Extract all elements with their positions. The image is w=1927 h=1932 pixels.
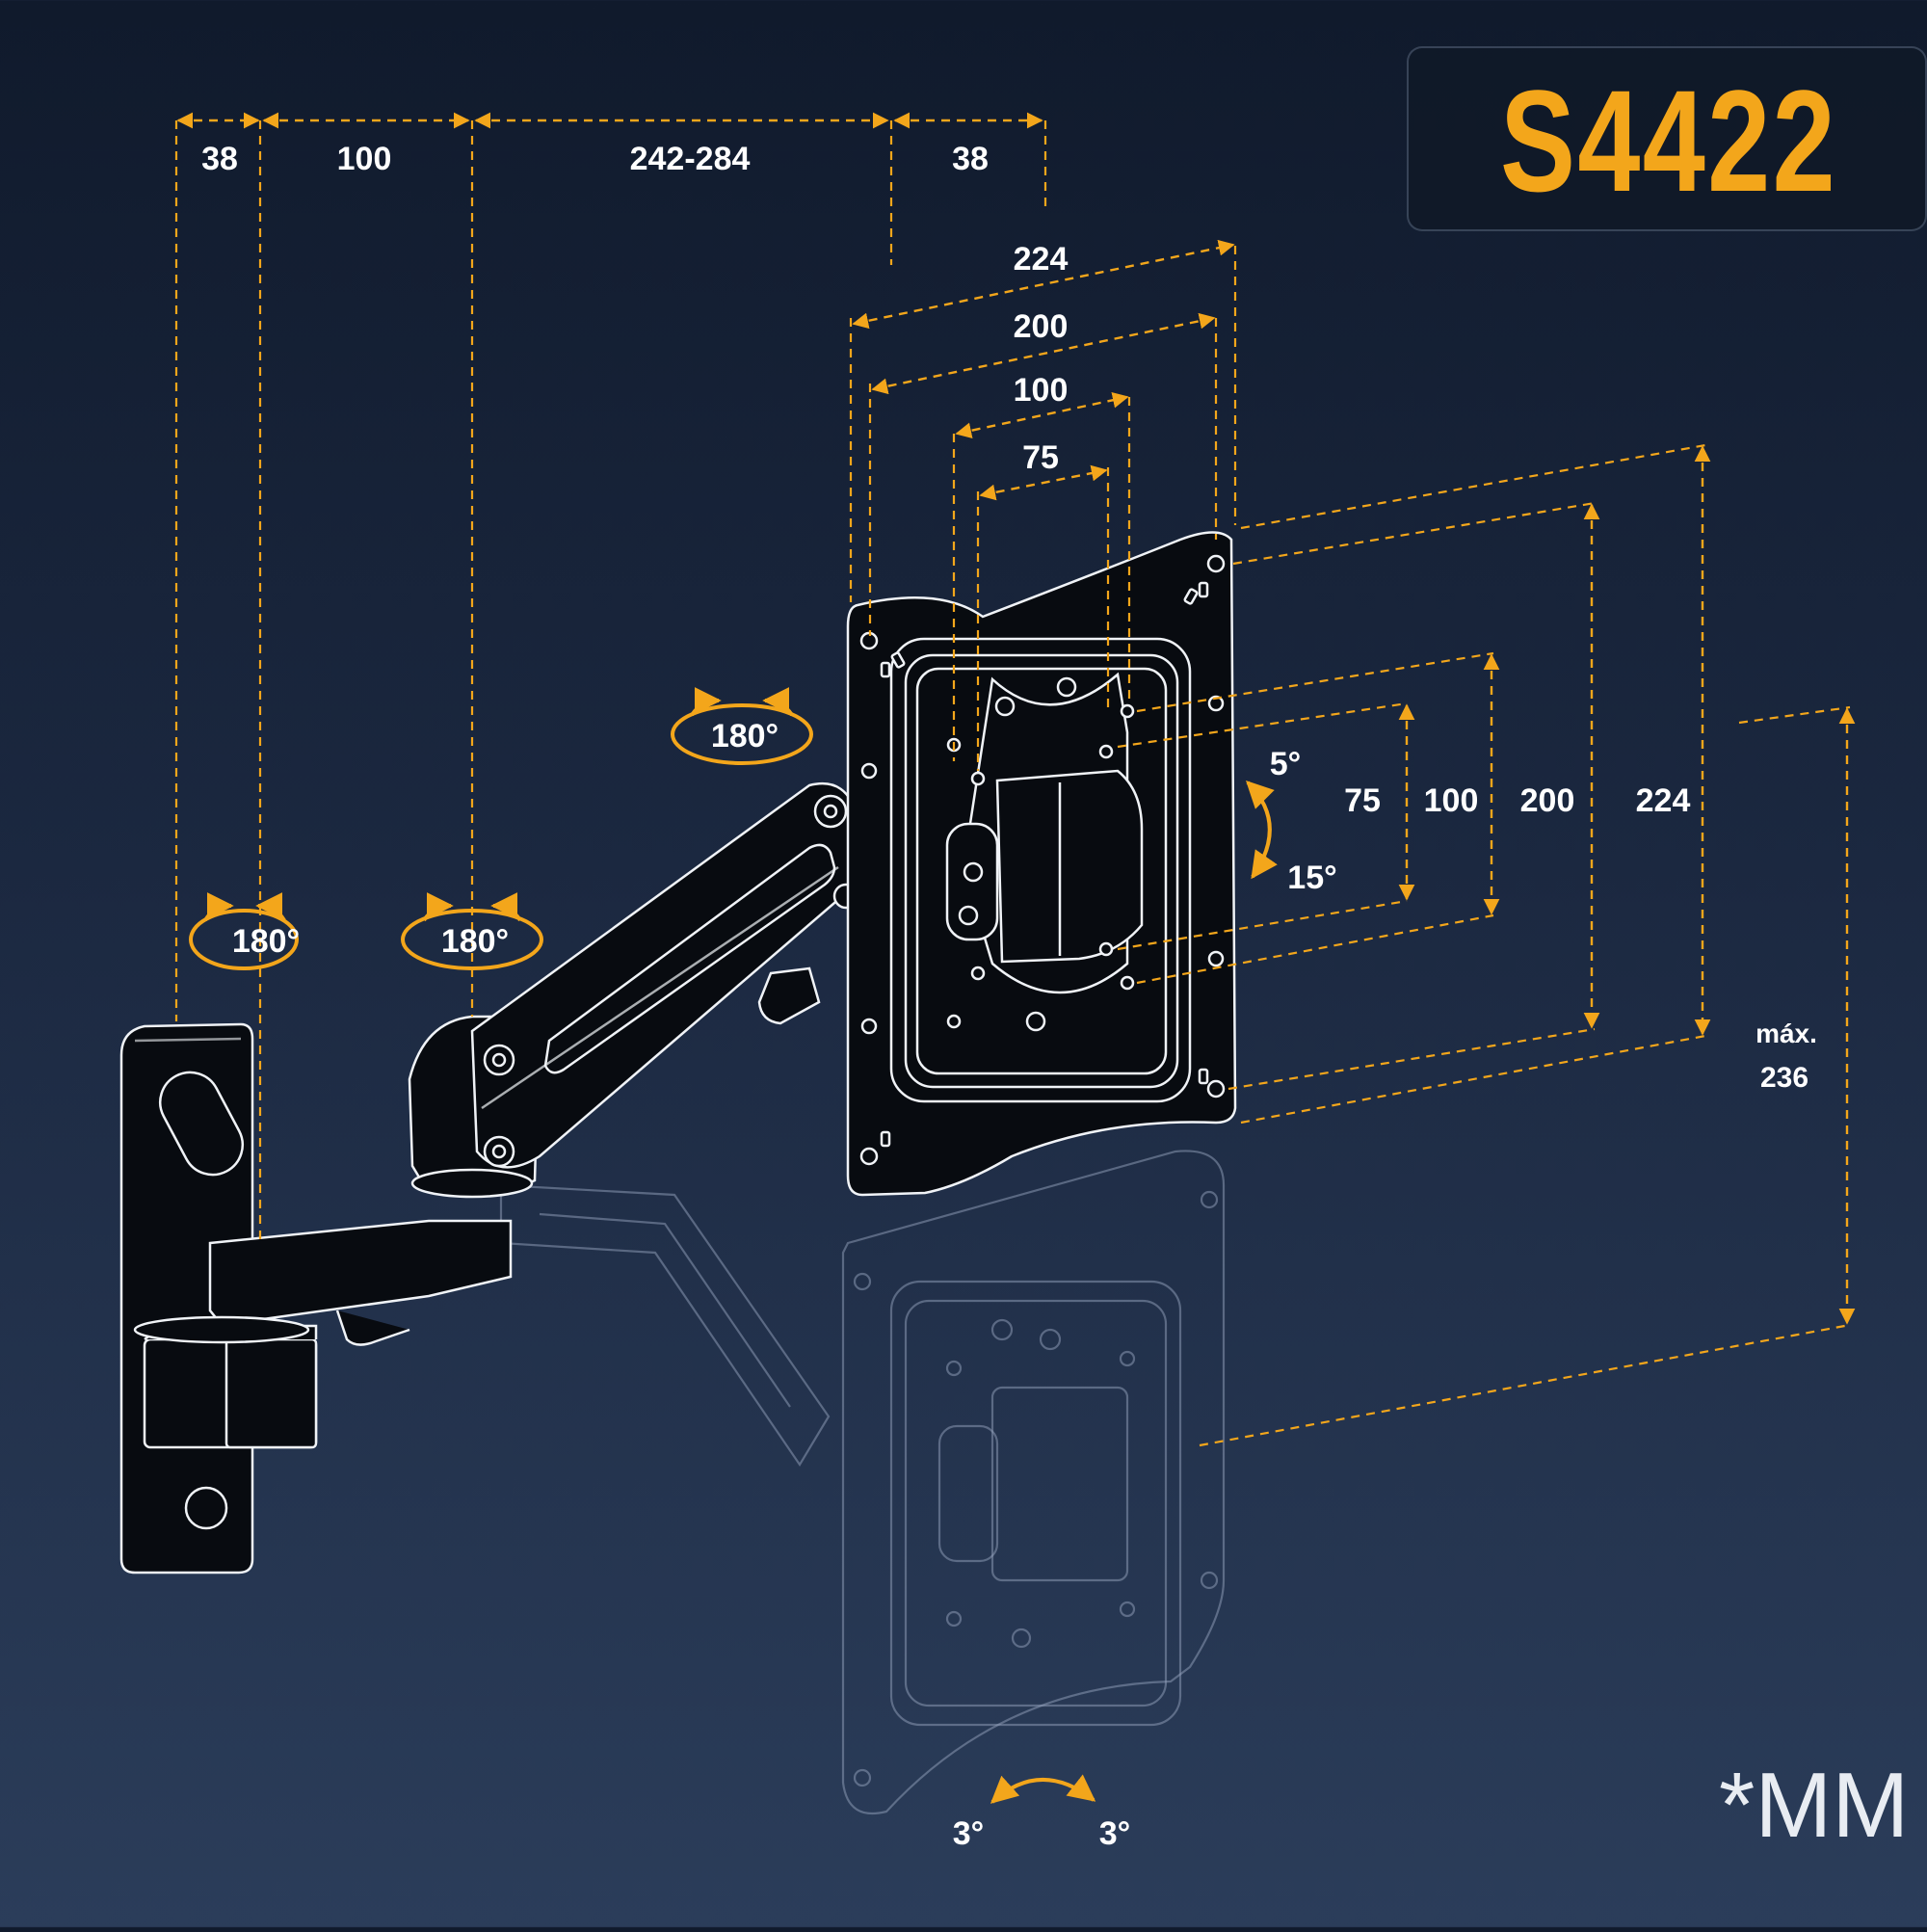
vesa-plate [846, 531, 1237, 1197]
dimension-labels: 38 100 242-284 38 224 200 100 75 75 100 … [201, 141, 1817, 1094]
dim-arrow-h-224 [852, 239, 1235, 330]
rotation-labels: 180° 180° 180° 5° 15° 3° 3° [232, 718, 1337, 1852]
dim-label-v-75: 75 [1344, 782, 1381, 819]
dimension-arrows [176, 112, 1856, 1325]
guide-lines [174, 120, 1851, 1447]
ghost-arm [499, 1183, 831, 1468]
model-badge: S4422 [1407, 46, 1927, 231]
rotation-wall-joint [189, 892, 299, 970]
dim-arrow-h-200 [871, 312, 1216, 395]
tilt-up-label: 5° [1270, 746, 1302, 782]
rotation-label-wall: 180° [232, 923, 300, 960]
dim-label-top-2: 100 [337, 141, 392, 177]
dim-label-top-1: 38 [201, 141, 238, 177]
tilt-arc [1246, 781, 1278, 880]
level-arc [990, 1774, 1096, 1804]
dim-label-v-100: 100 [1424, 782, 1479, 819]
rotation-middle-joint [401, 892, 543, 970]
mount-arms [133, 782, 869, 1346]
tilt-down-label: 15° [1287, 860, 1336, 896]
dim-label-v-224: 224 [1636, 782, 1691, 819]
dim-arrow-h-100 [955, 391, 1129, 439]
max-value: 236 [1760, 1062, 1808, 1094]
model-number: S4422 [1499, 60, 1838, 222]
unit-note: *MM [1719, 1754, 1910, 1857]
dim-label-h-75: 75 [1022, 439, 1059, 476]
dim-arrow-h-75 [979, 464, 1108, 501]
dim-label-h-224: 224 [1014, 241, 1069, 278]
wall-plate-hole [184, 1486, 228, 1530]
dim-label-h-200: 200 [1014, 308, 1069, 345]
dim-label-top-4: 38 [952, 141, 989, 177]
ghost-mount [499, 1150, 1226, 1815]
dim-label-top-3: 242-284 [630, 141, 751, 177]
wall-plate-slot [159, 1071, 244, 1177]
rotation-label-head: 180° [711, 718, 779, 754]
rotation-symbols [189, 687, 1278, 1804]
ghost-plate [841, 1150, 1226, 1815]
first-arm [208, 1219, 513, 1327]
dim-label-h-100: 100 [1014, 372, 1069, 409]
tilt-block [995, 769, 1144, 964]
level-right-label: 3° [1099, 1815, 1131, 1852]
dim-label-v-200: 200 [1520, 782, 1575, 819]
rotation-head-swivel [671, 687, 813, 765]
level-left-label: 3° [953, 1815, 985, 1852]
max-label: máx. [1755, 1019, 1817, 1048]
rotation-label-middle: 180° [441, 923, 509, 960]
